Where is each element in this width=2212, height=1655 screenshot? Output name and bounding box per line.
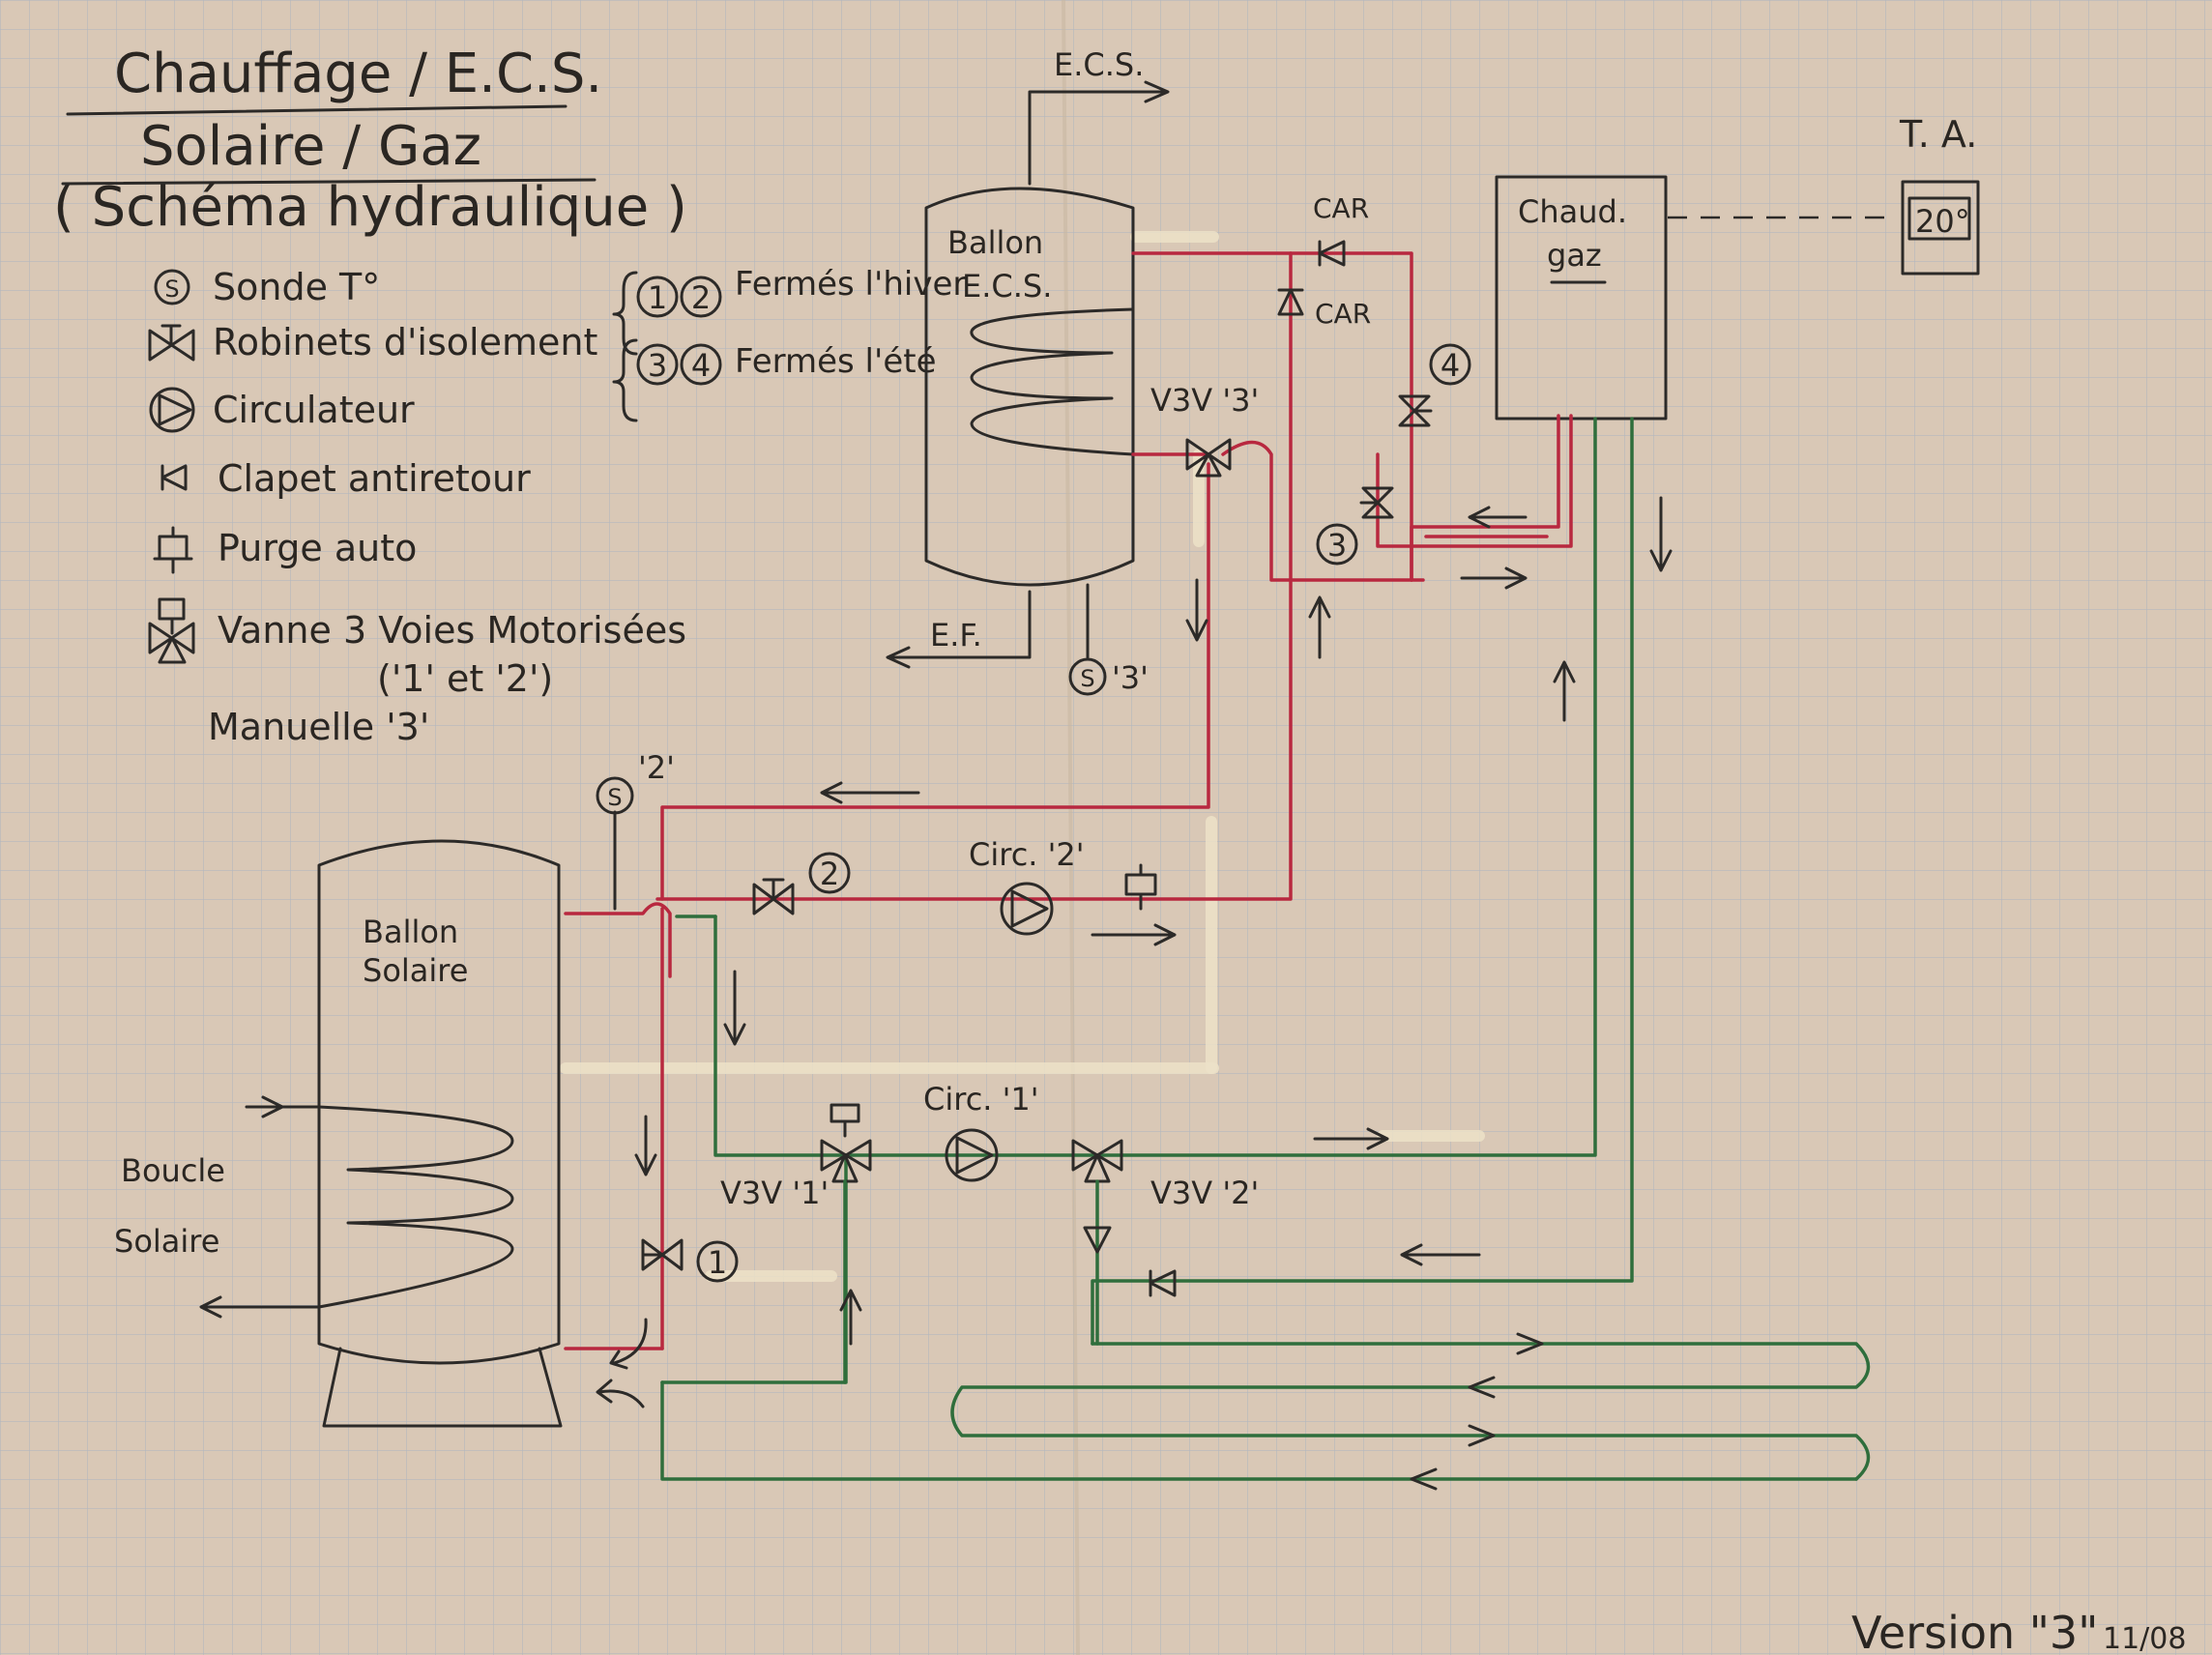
ballon-sol-label-2: Solaire: [363, 952, 468, 989]
svg-text:S: S: [607, 784, 622, 811]
num-icon-2: [680, 276, 722, 318]
red-circuit: [564, 251, 1573, 1350]
legend-purge: Purge auto: [218, 527, 417, 569]
ballon-ecs-coil: [970, 307, 1135, 456]
purge-auto-icon: [1124, 863, 1157, 911]
car-check-valve-2: [1277, 288, 1304, 316]
legend-vanne: Vanne 3 Voies Motorisées: [218, 609, 686, 652]
components: S '2' V3V '3' CAR CAR 4 3 2 Circ. '2' 1: [596, 192, 1471, 1384]
valve-1-icon: [641, 1238, 684, 1271]
sonde-3-icon: [1068, 657, 1107, 696]
num-icon-1-circuit: [696, 1240, 739, 1283]
title-block: Chauffage / E.C.S. Solaire / Gaz ( Schém…: [53, 43, 687, 239]
version-date: 11/08: [2103, 1622, 2186, 1655]
air-vent-icon: [153, 526, 193, 574]
svg-text:4: 4: [691, 347, 711, 384]
num-icon-4: [680, 343, 722, 386]
v3v1-valve-icon: [820, 1103, 872, 1183]
svg-text:3: 3: [1327, 527, 1347, 564]
num-icon-3-circuit: [1316, 523, 1358, 566]
valve-2-icon: [752, 878, 795, 915]
circ2-label: Circ. '2': [969, 836, 1085, 873]
num-icon-2-circuit: [808, 852, 851, 894]
version-label: Version "3": [1851, 1607, 2098, 1655]
legend-closed-summer: Fermés l'été: [735, 342, 937, 381]
ef-inlet-pipe: [888, 590, 1032, 659]
title-line-3: ( Schéma hydraulique ): [53, 176, 687, 239]
title-line-2: Solaire / Gaz: [140, 115, 481, 178]
ecs-outlet-label: E.C.S.: [1054, 46, 1144, 83]
ballon-sol-stand: [322, 1347, 563, 1428]
paper-fold: [1062, 0, 1080, 1655]
valve-4-icon: [1398, 394, 1433, 427]
circulator-1-icon: [945, 1128, 999, 1182]
circulator-2-icon: [1000, 882, 1054, 936]
valve-3-icon: [1359, 486, 1394, 519]
legend-circulateur: Circulateur: [213, 389, 415, 431]
thermostat-value: 20°: [1915, 203, 1970, 240]
boucle-label-1: Boucle: [121, 1152, 225, 1189]
ta-label: T. A.: [1899, 113, 1977, 156]
num-icon-4-circuit: [1429, 343, 1471, 386]
svg-text:2: 2: [691, 279, 711, 316]
check-valve-lower-1: [1083, 1226, 1112, 1254]
correction-marks: [560, 231, 1485, 1282]
flow-arrows: [596, 496, 1673, 1491]
sonde-2-icon: [596, 776, 634, 815]
v3v3-valve-icon: [1185, 438, 1232, 478]
v3v1-label: V3V '1': [720, 1175, 829, 1211]
svg-text:3: 3: [648, 347, 667, 384]
circ1-label: Circ. '1': [923, 1081, 1039, 1118]
sonde-3-label: '3': [1112, 659, 1149, 696]
num-icon-1: [636, 276, 679, 318]
num-icon-3: [636, 343, 679, 386]
isolation-valve-icon: [148, 324, 195, 362]
chaud-label-2: gaz: [1547, 237, 1602, 274]
legend: S Sonde T° Robinets d'isolement Circulat…: [148, 265, 966, 748]
ballon-ecs: Ballon E.C.S. E.C.S. E.F. S '3': [886, 46, 1170, 696]
ballon-ecs-label-1: Ballon: [947, 224, 1043, 261]
chaud-label-1: Chaud.: [1518, 193, 1627, 230]
v3v3-label: V3V '3': [1150, 382, 1259, 419]
v3v2-label: V3V '2': [1150, 1175, 1259, 1211]
chaudiere-gaz: Chaud. gaz T. A. 20°: [1495, 113, 1980, 421]
legend-clapet: Clapet antiretour: [218, 457, 531, 500]
svg-text:1: 1: [708, 1244, 727, 1281]
svg-text:S: S: [1080, 665, 1094, 692]
legend-closed-winter: Fermés l'hiver: [735, 265, 966, 304]
sonde-2-label: '2': [638, 749, 675, 786]
svg-text:S: S: [164, 276, 179, 303]
car-label-2: CAR: [1315, 298, 1371, 330]
motorized-3way-valve-icon: [148, 597, 195, 664]
ef-inlet-label: E.F.: [930, 617, 982, 653]
legend-vanne-manuelle: Manuelle '3': [208, 706, 429, 748]
circulator-icon: [149, 387, 195, 433]
svg-text:2: 2: [820, 856, 839, 892]
ballon-solaire: Ballon Solaire Boucle Solaire: [114, 839, 563, 1428]
thermostat-box: [1901, 180, 1980, 276]
bracket-2: [612, 338, 638, 422]
sonde-icon: [154, 269, 190, 305]
check-valve-lower-2: [1149, 1269, 1177, 1297]
check-valve-icon: [160, 464, 188, 491]
svg-text:4: 4: [1441, 347, 1460, 384]
legend-robinets: Robinets d'isolement: [213, 321, 597, 363]
ecs-outlet-pipe: [1028, 90, 1167, 186]
boucle-label-2: Solaire: [114, 1223, 219, 1260]
legend-sonde: Sonde T°: [213, 266, 380, 308]
legend-vanne-sub: ('1' et '2'): [377, 657, 553, 700]
ballon-sol-label-1: Ballon: [363, 914, 458, 950]
svg-text:1: 1: [648, 279, 667, 316]
car-check-valve-1: [1318, 240, 1346, 267]
ballon-ecs-label-2: E.C.S.: [962, 268, 1052, 305]
car-label-1: CAR: [1313, 192, 1369, 224]
title-line-1: Chauffage / E.C.S.: [114, 43, 602, 105]
